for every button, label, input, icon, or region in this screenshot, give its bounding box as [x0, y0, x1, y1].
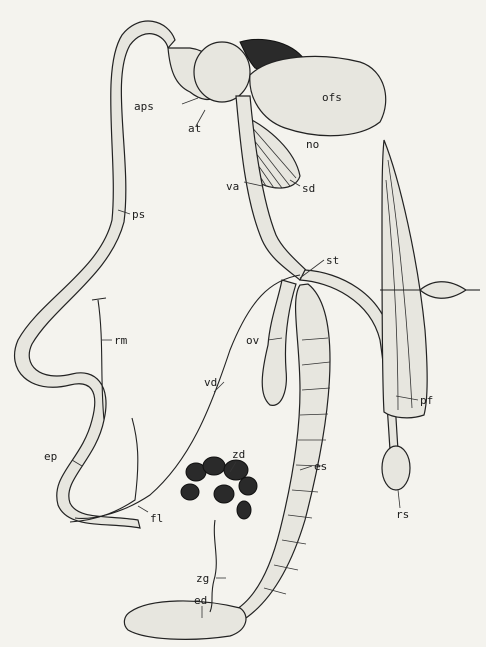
- label-fl: fl: [150, 512, 163, 525]
- label-ofs: ofs: [322, 91, 342, 104]
- label-pf: pf: [420, 394, 433, 407]
- label-at: at: [188, 122, 201, 135]
- label-va: va: [226, 180, 239, 193]
- label-st: st: [326, 254, 339, 267]
- label-sd: sd: [302, 182, 315, 195]
- label-no: no: [306, 138, 319, 151]
- zg-duct: [210, 520, 216, 612]
- label-ov: ov: [246, 334, 260, 347]
- label-zg: zg: [196, 572, 209, 585]
- oviduct: [262, 280, 296, 405]
- label-rm: rm: [114, 334, 128, 347]
- receptaculum-seminis: [382, 446, 410, 490]
- label-ed: ed: [194, 594, 207, 607]
- label-rs: rs: [396, 508, 409, 521]
- label-es: es: [314, 460, 327, 473]
- dart-sac: [382, 140, 427, 418]
- label-ep: ep: [44, 450, 57, 463]
- label-ps: ps: [132, 208, 145, 221]
- label-aps: aps: [134, 100, 154, 113]
- ed-lobe: [124, 601, 246, 639]
- penis-sheath: [15, 21, 175, 528]
- albumen-gland-head: [194, 42, 250, 102]
- label-vd: vd: [204, 376, 217, 389]
- retractor-tip: [92, 298, 106, 300]
- label-zd: zd: [232, 448, 245, 461]
- ofs-organ: [250, 56, 386, 135]
- zd-gland: [181, 457, 257, 519]
